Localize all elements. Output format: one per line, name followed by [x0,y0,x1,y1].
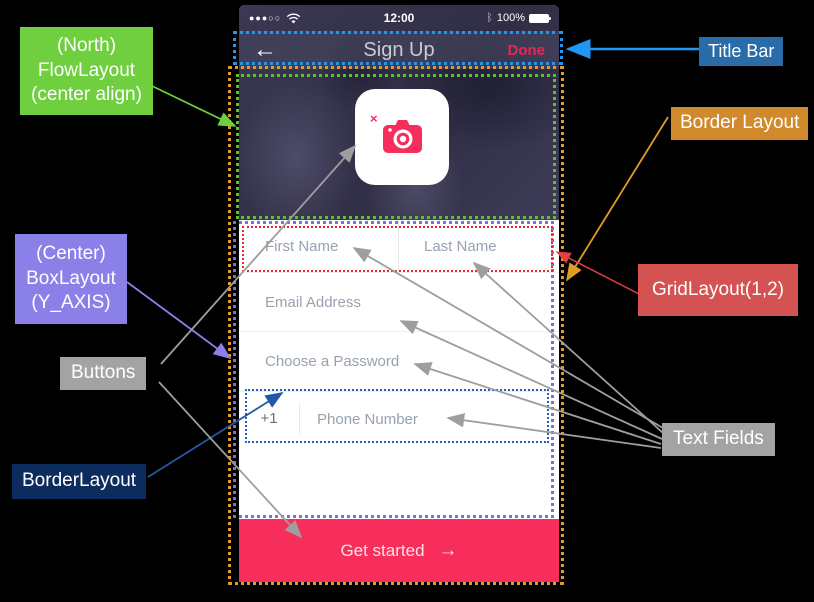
done-button[interactable]: Done [507,41,546,59]
get-started-button[interactable]: Get started → [239,519,559,582]
phone-mockup: ●●●○○ 12:00 ᛒ 100% ← Sign Up Done × [239,5,559,582]
connector-flow-layout [149,84,237,127]
first-name-field[interactable] [265,237,398,255]
battery-icon [529,13,551,23]
photo-header-section: ●●●○○ 12:00 ᛒ 100% ← Sign Up Done × [239,5,559,220]
connector-box-layout [126,281,232,360]
label-line: BoxLayout [26,267,116,289]
bluetooth-icon: ᛒ [486,12,493,24]
label-line: (center align) [31,84,142,106]
password-row [239,332,559,392]
last-name-field[interactable] [424,237,559,255]
camera-close-icon: × [370,111,378,126]
battery-percent: 100% [496,12,525,24]
status-bar: ●●●○○ 12:00 ᛒ 100% [239,5,559,31]
phone-row: +1 [239,392,559,446]
phone-number-field[interactable] [300,410,559,428]
signal-strength-icon: ●●●○○ [249,13,282,23]
signup-form: +1 [239,220,559,519]
back-button[interactable]: ← [253,36,277,63]
name-row [239,220,559,273]
connector-grid-layout [555,251,640,295]
add-photo-button[interactable]: × [355,89,449,185]
page-title: Sign Up [363,38,435,61]
title-bar: ← Sign Up Done [239,31,559,69]
camera-icon [383,120,422,153]
label-border-layout: Border Layout [671,107,809,140]
label-borderlayout-phone: BorderLayout [12,464,147,499]
label-north-flowlayout: (North) FlowLayout (center align) [20,27,153,116]
get-started-label: Get started [340,540,425,560]
label-line: (Center) [36,243,106,264]
country-code-label: +1 [239,402,300,436]
connector-border-layout [566,116,669,282]
status-time: 12:00 [383,11,415,25]
label-gridlayout: GridLayout(1,2) [638,264,798,316]
email-row [239,273,559,332]
email-field[interactable] [239,293,559,311]
wifi-icon [286,13,301,23]
label-line: FlowLayout [37,59,136,81]
label-title-bar: Title Bar [699,37,784,67]
label-center-boxlayout: (Center) BoxLayout (Y_AXIS) [15,234,127,325]
password-field[interactable] [239,353,559,370]
arrow-right-icon: → [438,539,458,561]
label-line: (North) [56,35,117,56]
label-text-fields: Text Fields [662,423,775,456]
label-buttons: Buttons [60,357,147,390]
label-line: (Y_AXIS) [31,292,111,314]
